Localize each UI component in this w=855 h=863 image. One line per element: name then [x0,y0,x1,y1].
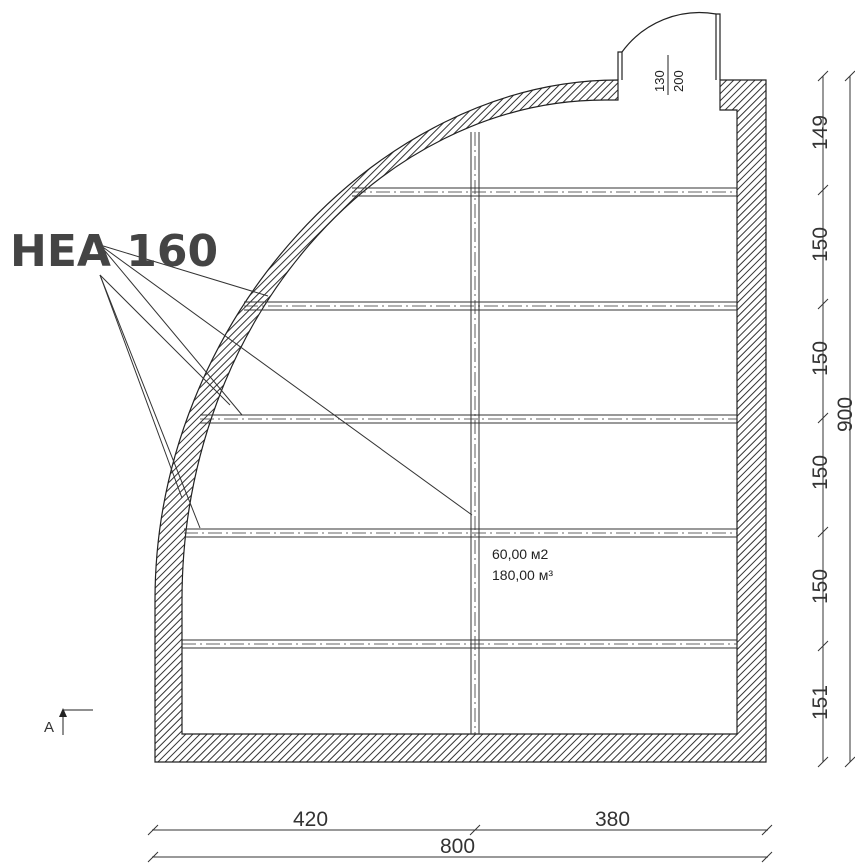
vertical-dimension-3: 150 [809,341,832,376]
area-label: 60,00 м2 [492,546,549,562]
horizontal-dimension-total: 800 [440,835,475,858]
beams [182,132,737,734]
door-width-label: 130 [652,70,667,92]
beam-5 [182,639,737,649]
section-marker-label: A [44,719,54,736]
vertical-dimension-6: 151 [809,685,832,720]
door-height-label: 200 [671,70,686,92]
vertical-dimension-1: 149 [809,115,832,150]
beam-vertical [470,132,480,734]
vertical-dimension-4: 150 [809,455,832,490]
vertical-dimension-5: 150 [809,569,832,604]
section-marker: A [44,708,93,736]
beam-2 [244,301,737,311]
horizontal-dimension-chain [147,824,773,863]
horizontal-dimension-2: 380 [595,808,630,831]
vertical-dimension-2: 150 [809,227,832,262]
beam-3 [200,414,737,424]
beam-1 [352,187,737,197]
door [617,11,721,80]
profile-leaders [99,244,473,529]
building-wall [154,79,767,763]
beam-4 [184,528,737,538]
horizontal-dimension-1: 420 [293,808,328,831]
vertical-dimension-total: 900 [834,397,855,432]
profile-label: HEA 160 [10,226,218,277]
volume-label: 180,00 м³ [492,567,553,583]
vertical-dimension-chain [817,70,855,768]
